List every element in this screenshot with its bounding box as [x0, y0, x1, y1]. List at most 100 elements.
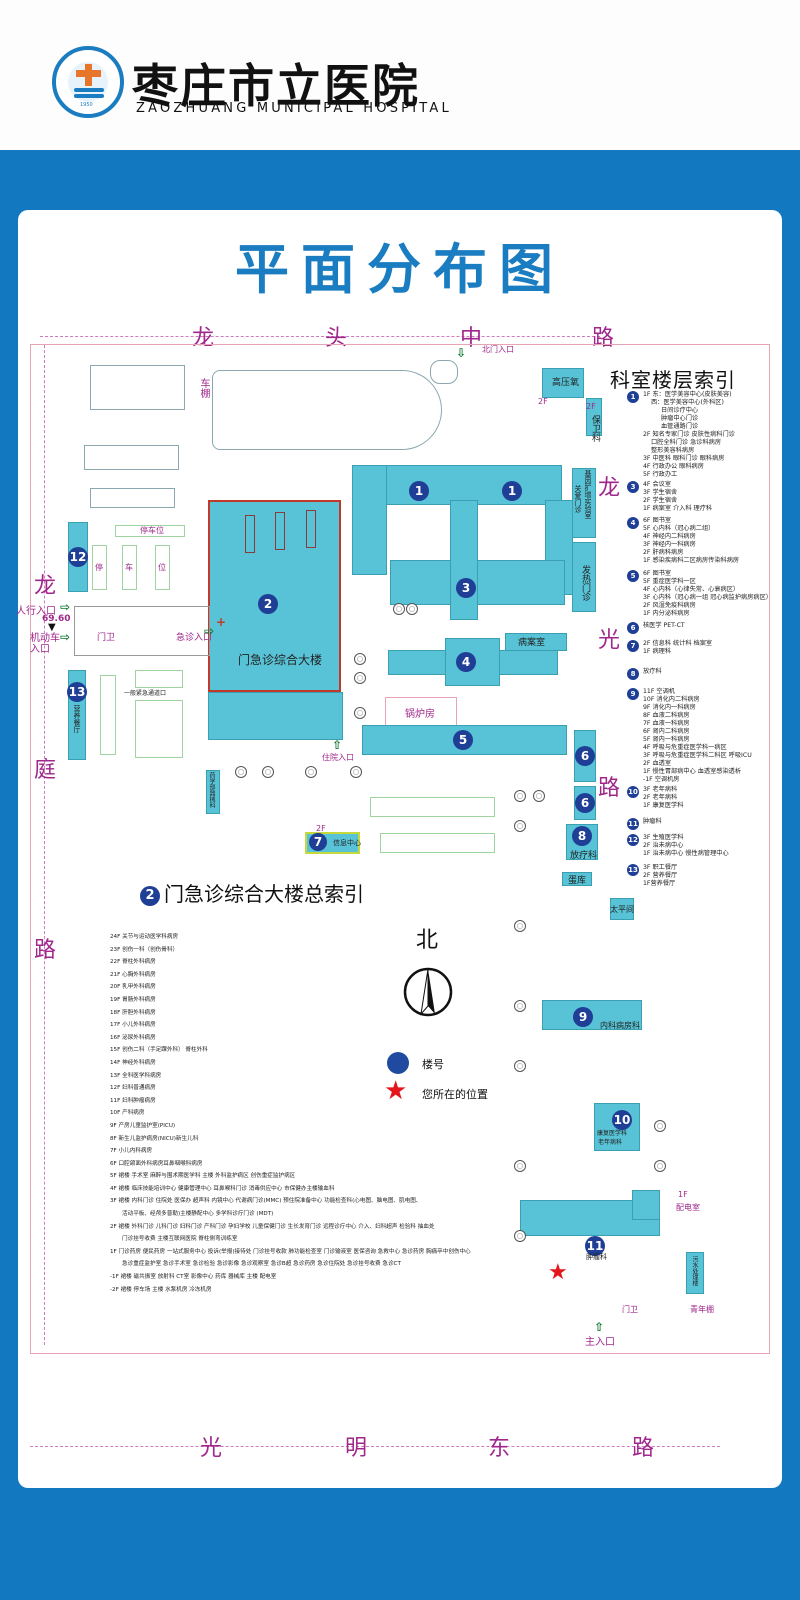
- tree-icon: [654, 1160, 666, 1172]
- road-south-char-2: 明: [345, 1436, 368, 1461]
- north-gate-label: 北门入口: [482, 345, 514, 354]
- floor-line: 急诊重症监护室 急诊手术室 急诊检验 急诊影像 急诊观察室 急诊B超 急诊药房 …: [122, 1261, 401, 1268]
- parking-8: [380, 833, 495, 853]
- tree-icon: [514, 1000, 526, 1012]
- index-line: 西：医学美容中心(外科区): [651, 399, 724, 406]
- parking-2: [122, 545, 137, 590]
- structure-nw: [90, 365, 185, 410]
- building-7-badge: 7: [309, 833, 327, 851]
- hyperbaric-oxygen-building: [542, 368, 584, 398]
- building-2-podium: [208, 692, 343, 740]
- security-building: [586, 398, 602, 436]
- floor-line: 1F 门诊药房 便民药房 一站式服务中心 投诉(举报)接待处 门诊挂号收款 肺功…: [110, 1248, 471, 1255]
- index-badge: 8: [627, 668, 639, 680]
- care-clinic-label: 关爱门诊: [574, 485, 582, 513]
- main-building-index-badge: 2: [140, 886, 160, 906]
- warehouse-label: 蛋库: [568, 876, 587, 886]
- internal-ward-label: 内科病房科: [600, 1021, 640, 1030]
- building-number-legend-icon: [387, 1052, 409, 1074]
- floor-line: 2F 裙楼 外科门诊 儿科门诊 妇科门诊 产科门诊 孕妇学校 儿童保健门诊 生长…: [110, 1223, 435, 1230]
- oncology-label: 肿瘤科: [586, 1253, 607, 1261]
- index-line: 9F 消化内一科病房: [643, 704, 696, 711]
- current-position-star-icon: ★: [548, 1260, 568, 1285]
- hyperbaric-floor-label: 2F: [538, 397, 548, 406]
- floor-line: 11F 妇科肿瘤病房: [110, 1097, 156, 1104]
- main-entrance-label: 主入口: [585, 1337, 615, 1348]
- road-east-char-3: 路: [598, 776, 621, 801]
- main-building-label: 门急诊综合大楼: [238, 653, 323, 667]
- index-entry-11: 11 肿瘤科: [627, 818, 662, 830]
- tree-icon: [235, 766, 247, 778]
- building-4-center: [445, 638, 500, 686]
- tree-icon: [533, 790, 545, 802]
- main-building-index-title-text: 门急诊综合大楼总索引: [164, 882, 364, 906]
- road-west-char-3: 路: [34, 938, 57, 963]
- floor-line: 5F 裙楼 手术室 麻醉与围术期医学科 主楼 外科监护病区 创伤重症监护病区: [110, 1173, 296, 1180]
- building-1-west-wing: [352, 465, 387, 575]
- building-2-tower-detail-2: [275, 512, 285, 550]
- floor-line: -1F 裙楼 磁共振室 放射科 CT室 影像中心 药库 器械库 主楼 配电室: [110, 1274, 277, 1281]
- compass-north-label: 北: [416, 928, 439, 953]
- radiotherapy-label: 放疗科: [570, 851, 598, 861]
- building-8-badge: 8: [572, 826, 592, 846]
- tree-icon: [305, 766, 317, 778]
- floor-line: 24F 关节与运动医学科病房: [110, 934, 179, 940]
- power-room-floor: 1F: [678, 1190, 688, 1199]
- info-center-label: 信息中心: [333, 839, 361, 847]
- index-line: 肿瘤中心门诊: [661, 415, 699, 422]
- index-entry-8: 8 放疗科: [627, 668, 662, 680]
- index-badge: 1: [627, 391, 639, 403]
- plaza-outline: [212, 370, 442, 450]
- emergency-pass-label: 一般紧急通道口: [124, 690, 167, 697]
- road-west-char-1: 龙: [34, 574, 57, 599]
- bike-shed-label: 青年棚: [690, 1305, 714, 1314]
- tree-icon: [654, 1120, 666, 1132]
- floor-line: 3F 裙楼 内科门诊 住院处 医保办 超声科 内镜中心 代谢病门诊(MMC) 预…: [110, 1198, 422, 1205]
- index-line: 2F 风湿免疫科病房: [643, 602, 696, 609]
- index-line: 4F 呼吸与危重症医学科一病区: [643, 744, 727, 751]
- hospital-name-cn: 枣庄市立医院: [132, 59, 420, 113]
- elevation-label: 69.60: [42, 614, 71, 624]
- road-line-north: [40, 336, 600, 337]
- building-number-legend-label: 楼号: [422, 1058, 444, 1071]
- gene-lab-building: [572, 468, 596, 538]
- main-building-floor-list: 24F 关节与运动医学科病房 23F 创伤一科（创伤骨科） 22F 脊柱外科病房…: [110, 932, 471, 1297]
- tree-icon: [406, 603, 418, 615]
- tree-icon: [514, 820, 526, 832]
- building-2-badge: 2: [258, 594, 278, 614]
- tree-icon: [262, 766, 274, 778]
- floor-line: 17F 小儿外科病房: [110, 1022, 156, 1029]
- index-line: 2F 学生宿舍: [643, 497, 678, 504]
- tree-icon: [393, 603, 405, 615]
- index-line: 3F 职工餐厅: [643, 864, 678, 871]
- page-title: 平面分布图: [235, 238, 565, 301]
- compass-icon: [403, 967, 453, 1017]
- security-label: 保卫科: [590, 415, 600, 442]
- sewage-building: [686, 1252, 704, 1294]
- index-entry-7: 7 2F 信息科 统计科 档案室 1F 病理科: [627, 640, 712, 656]
- index-line: 1F 东：医学美容中心(皮肤美容): [643, 391, 732, 398]
- index-line: 1F 慢性胃部病中心 血透室感染透析: [643, 768, 742, 775]
- hospital-logo: 1950: [52, 46, 124, 118]
- floor-line: 12F 妇科普通病房: [110, 1085, 156, 1092]
- index-line: 1F 病案室 介入科 理疗科: [643, 505, 713, 512]
- department-index-title: 科室楼层索引: [610, 368, 736, 392]
- floor-line: 23F 创伤一科（创伤骨科）: [110, 946, 179, 953]
- building-2-tower-detail: [245, 515, 255, 553]
- fever-clinic-building: [572, 542, 596, 612]
- floor-line: 15F 创伤二科（手足踝外科） 脊柱外科: [110, 1047, 208, 1054]
- index-badge: 11: [627, 818, 639, 830]
- building-1-badge: 1: [409, 481, 429, 501]
- hospital-name-en: ZAOZHUANG MUNICIPAL HOSPITAL: [136, 101, 452, 116]
- index-entry-13: 13 3F 职工餐厅 2F 营养餐厅 1F营养餐厅: [627, 864, 677, 888]
- road-line-west: [44, 345, 45, 1345]
- index-line: 肿瘤科: [643, 818, 662, 825]
- boiler-label: 锅炉房: [405, 709, 435, 720]
- tree-icon: [354, 672, 366, 684]
- index-line: 3F 呼吸与危重症医学科二科区 呼吸ICU: [643, 752, 752, 759]
- road-south-char-4: 路: [632, 1436, 655, 1461]
- floor-line: 16F 泌尿外科病房: [110, 1034, 156, 1041]
- index-line: 5F 行政办工: [643, 471, 678, 478]
- pedestrian-entrance-label: 人行入口: [16, 606, 56, 617]
- index-badge: 3: [627, 481, 639, 493]
